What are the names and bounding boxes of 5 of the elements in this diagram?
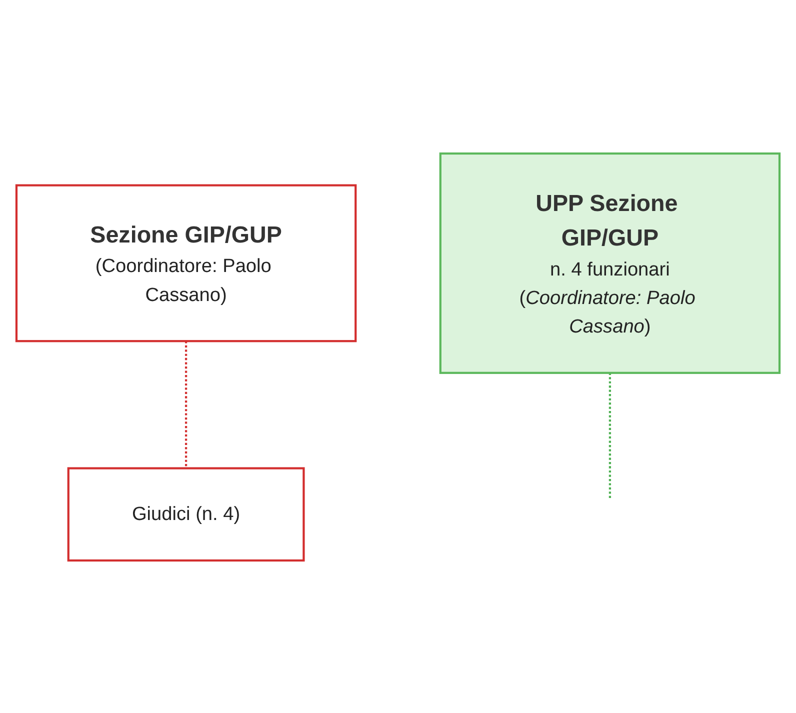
node-box: Giudici (n. 4) xyxy=(67,466,305,562)
connector xyxy=(608,372,612,498)
connector xyxy=(184,340,188,468)
node-box: Sezione GIP/GUP (Coordinatore: Paolo Cassano) xyxy=(15,184,357,342)
node-box: UPP Sezione GIP/GUP n. 4 funzionari (Coordinatore: Paolo Cassano) xyxy=(439,152,781,374)
